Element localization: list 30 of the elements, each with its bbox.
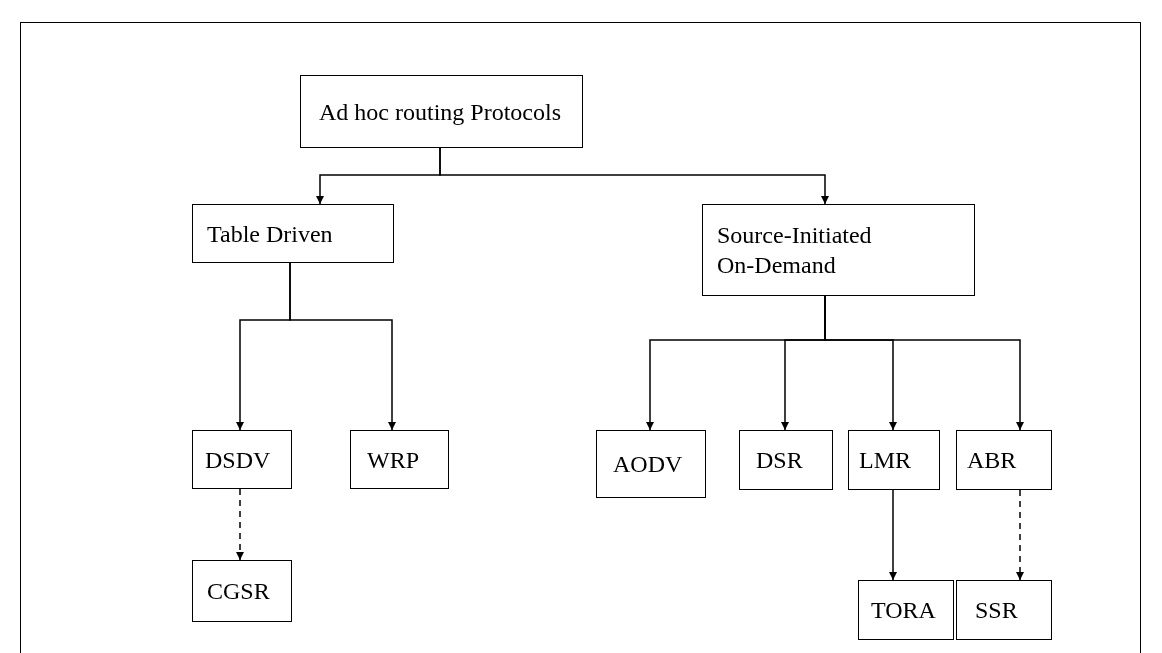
process-box — [192, 204, 394, 263]
process-box — [192, 560, 292, 622]
arrow — [236, 488, 244, 561]
box-label: DSR — [756, 446, 803, 475]
process-box — [350, 430, 449, 489]
box-label: WRP — [367, 445, 419, 475]
arrow — [824, 295, 1024, 431]
arrow — [439, 147, 829, 205]
process-box — [702, 204, 975, 296]
process-box — [739, 430, 833, 490]
box-label: LMR — [859, 446, 911, 475]
process-box — [192, 430, 292, 489]
box-label: ABR — [967, 446, 1017, 475]
box-label: Ad hoc routing Protocols — [319, 97, 561, 127]
box-label: DSDV — [205, 445, 271, 475]
process-box — [300, 75, 583, 148]
arrow — [1016, 489, 1024, 581]
box-label: CGSR — [207, 577, 270, 606]
arrow — [889, 489, 897, 581]
box-label: Table Driven — [207, 219, 333, 249]
box-label: SSR — [975, 596, 1018, 625]
process-box — [858, 580, 954, 640]
process-box — [848, 430, 940, 490]
process-box — [596, 430, 706, 498]
box-label: Source-Initiated On-Demand — [717, 221, 873, 280]
process-box — [956, 430, 1052, 490]
box-label: AODV — [613, 450, 683, 479]
process-box — [956, 580, 1052, 640]
box-label: TORA — [871, 596, 936, 625]
arrow — [289, 262, 396, 431]
